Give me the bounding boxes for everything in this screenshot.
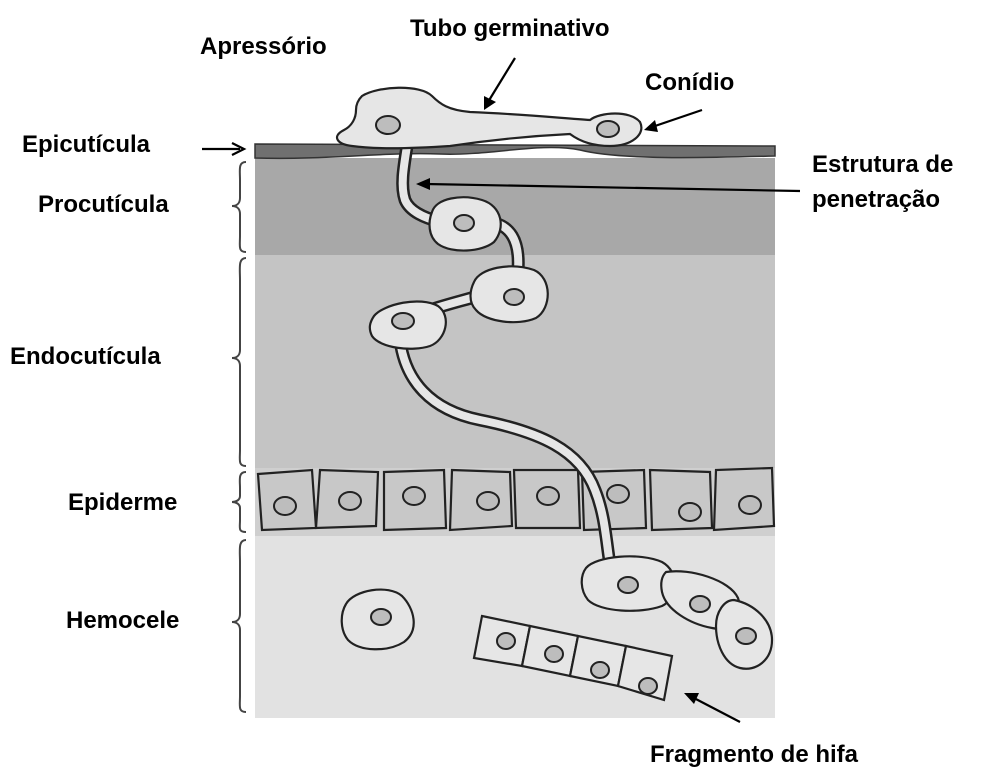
appressorium-germ-tube-conidium xyxy=(337,88,641,149)
hyphal-nucleus xyxy=(736,628,756,644)
hyphal-nucleus xyxy=(690,596,710,612)
epidermal-nucleus xyxy=(537,487,559,505)
hyphal-nucleus xyxy=(504,289,524,305)
appressorium-nucleus xyxy=(376,116,400,134)
epidermal-nucleus xyxy=(679,503,701,521)
tubo-arrow xyxy=(488,58,515,102)
label-tubo-germinativo: Tubo germinativo xyxy=(410,15,610,42)
hemocele-brace xyxy=(232,540,246,712)
label-apressorio: Apressório xyxy=(200,33,327,60)
label-hemocele: Hemocele xyxy=(66,607,179,634)
label-fragmento: Fragmento de hifa xyxy=(650,741,859,768)
free-hyphal-nucleus xyxy=(371,609,391,625)
label-estrutura-line2: penetração xyxy=(812,186,940,213)
epiderme-brace xyxy=(232,472,246,532)
procuticula-brace xyxy=(232,162,246,252)
label-epiderme: Epiderme xyxy=(68,489,177,516)
conidio-arrow xyxy=(652,110,702,127)
hyphal-nucleus xyxy=(618,577,638,593)
layer-braces xyxy=(232,162,246,712)
epicuticula-layer xyxy=(255,144,775,158)
conidium-nucleus xyxy=(597,121,619,137)
hyphal-nucleus xyxy=(454,215,474,231)
hyphal-nucleus xyxy=(392,313,414,329)
label-estrutura-line1: Estrutura de xyxy=(812,151,953,178)
label-epicuticula: Epicutícula xyxy=(22,131,151,158)
epidermal-nucleus xyxy=(739,496,761,514)
label-endocuticula: Endocutícula xyxy=(10,343,161,370)
label-procuticula: Procutícula xyxy=(38,191,169,218)
epidermal-cells xyxy=(258,468,774,530)
endocuticula-brace xyxy=(232,258,246,466)
label-conidio: Conídio xyxy=(645,69,734,96)
epidermal-cell xyxy=(650,470,712,530)
epidermal-nucleus xyxy=(403,487,425,505)
epidermal-nucleus xyxy=(339,492,361,510)
free-hyphal-body xyxy=(342,590,414,650)
epidermal-nucleus xyxy=(274,497,296,515)
epidermal-nucleus xyxy=(477,492,499,510)
epidermal-nucleus xyxy=(607,485,629,503)
